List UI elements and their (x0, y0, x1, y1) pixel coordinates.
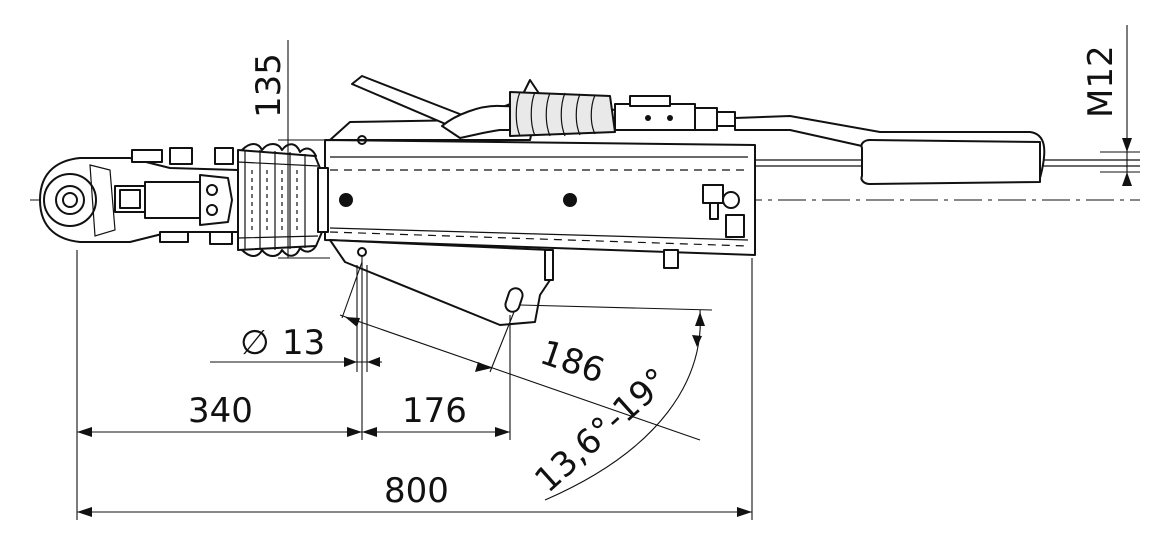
main-housing (324, 139, 756, 256)
dim-340-label: 340 (188, 391, 253, 431)
housing-washer (722, 191, 740, 209)
housing-plate (725, 214, 745, 238)
dim-m12-label: M12 (1081, 45, 1121, 118)
bracket-slot (504, 287, 524, 313)
housing-stud (709, 202, 719, 220)
lower-bracket (329, 239, 551, 326)
housing-bolt-2 (563, 193, 577, 207)
dim-176 (362, 427, 510, 437)
flange-bolt-top (357, 135, 367, 145)
dim-800-label: 800 (384, 471, 449, 511)
bellows (237, 143, 329, 257)
dim-diameter-label: 13 (282, 323, 325, 363)
diameter-symbol: ∅ (240, 323, 270, 363)
housing-bolt-1 (339, 193, 353, 207)
dim-angle (544, 309, 705, 501)
coupling-head (39, 147, 239, 245)
dim-186 (339, 261, 713, 441)
dim-135 (278, 40, 330, 259)
dim-186-label: 186 (535, 333, 609, 392)
dim-340 (77, 427, 362, 437)
dim-m12 (1100, 25, 1140, 186)
dim-800 (77, 507, 752, 517)
brake-mechanism (351, 75, 736, 139)
bracket-lug (544, 249, 554, 281)
dim-176-label: 176 (402, 391, 467, 431)
brake-handle (734, 115, 1046, 185)
dim-135-label: 135 (249, 53, 289, 118)
housing-nut (702, 184, 724, 204)
housing-bolt-bottom (663, 249, 679, 269)
dim-angle-label: 13,6°-19° (527, 360, 677, 500)
